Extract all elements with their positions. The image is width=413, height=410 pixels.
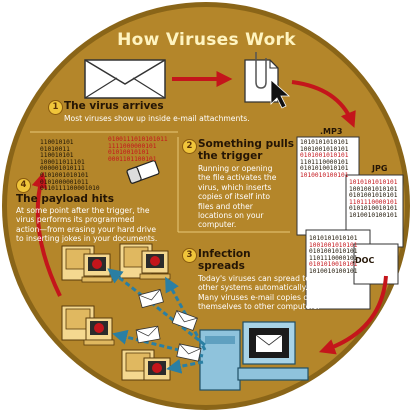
binary-line: 1001001010101 bbox=[300, 145, 349, 153]
infected-computer-icon bbox=[61, 245, 113, 283]
file-jpg-binary: 1010101010101 1001001010101 010100101010… bbox=[349, 179, 398, 220]
step-2-text-line: files and other bbox=[198, 201, 253, 211]
step-3: Infection spreads Today's viruses can sp… bbox=[198, 248, 358, 312]
infected-computer-icon bbox=[119, 243, 171, 280]
payload-binary-red: 0100111010101011 1111000000101 010100101… bbox=[108, 136, 168, 163]
binary-line: 1001001010101 bbox=[349, 185, 398, 193]
binary-line: 0101001010101 bbox=[300, 152, 349, 160]
binary-line: 0101001010101 bbox=[40, 171, 89, 179]
step-number-4: 4 bbox=[16, 178, 31, 193]
binary-line: 1010010100101 bbox=[349, 211, 398, 219]
infected-files bbox=[296, 136, 404, 310]
binary-line: 0101001010101 bbox=[349, 192, 398, 200]
spread-arrow bbox=[112, 329, 204, 358]
email-envelope-icon bbox=[176, 343, 202, 362]
step-number-3: 3 bbox=[182, 248, 197, 263]
step-2-heading-line1: Something pulls bbox=[198, 138, 295, 150]
envelope-icon bbox=[84, 59, 166, 99]
step-4-heading: The payload hits bbox=[16, 193, 114, 205]
infected-computer-icon bbox=[121, 349, 171, 381]
binary-line: 01010011 bbox=[40, 145, 70, 153]
binary-line: 1010101010101 bbox=[309, 235, 358, 242]
binary-line: 1101110000101 bbox=[349, 198, 398, 206]
binary-line: 0100111010101011 bbox=[108, 136, 168, 143]
step-2-heading-line2: the trigger bbox=[198, 150, 263, 162]
step-number-2: 2 bbox=[182, 139, 197, 154]
binary-line: 1010101010101 bbox=[349, 179, 398, 186]
file-label-jpg: JPG bbox=[372, 164, 388, 173]
binary-line: 110010101 bbox=[40, 152, 74, 160]
step-2-text-line: locations on your bbox=[198, 211, 264, 221]
step-number-1: 1 bbox=[48, 100, 63, 115]
binary-line: 0001101100101 bbox=[108, 155, 157, 163]
binary-line: 100011011101 bbox=[40, 158, 85, 166]
step-2-text-line: virus, which inserts bbox=[198, 182, 272, 192]
email-envelope-icon bbox=[138, 288, 164, 309]
step-3-text-line: Many viruses e-mail copies of bbox=[198, 292, 311, 302]
binary-line: 1111000000101 bbox=[108, 142, 157, 150]
eraser-icon bbox=[126, 160, 160, 184]
binary-line: 0110111100001010 bbox=[40, 185, 100, 193]
step-3-text-line: Today's viruses can spread to bbox=[198, 274, 310, 283]
binary-line: 1010010100101 bbox=[300, 171, 349, 179]
step-3-text-line: themselves to other computers. bbox=[198, 302, 320, 312]
step-4-text-line: to inserting jokes in your documents. bbox=[16, 234, 158, 244]
arrow-spread-to-payload bbox=[31, 171, 62, 297]
binary-line: 1101110000101 bbox=[309, 254, 358, 262]
step-3-text-line: other systems automatically. bbox=[198, 283, 308, 293]
step-1-text: Most viruses show up inside e-mail attac… bbox=[64, 114, 250, 123]
binary-line: 0101000001011 bbox=[40, 178, 89, 186]
step-2-text-line: copies of itself into bbox=[198, 192, 270, 202]
step-2-text-line: Running or opening bbox=[198, 164, 273, 173]
binary-line: 1001001010101 bbox=[309, 241, 358, 249]
binary-line: 1010101010101 bbox=[300, 139, 349, 146]
binary-line: 0101010010101 bbox=[309, 261, 358, 269]
arrow-files-to-computer bbox=[318, 275, 388, 355]
spread-arrow bbox=[166, 358, 204, 374]
step-4-text-line: action—from erasing your hard drive bbox=[16, 224, 157, 234]
step-2-text-line: the file activates the bbox=[198, 173, 277, 183]
step-1-heading: The virus arrives bbox=[64, 100, 164, 112]
binary-line: 1010010100101 bbox=[309, 267, 358, 275]
step-2-text-line: computer. bbox=[198, 220, 237, 230]
file-label-mp3: .MP3 bbox=[320, 127, 343, 136]
binary-line: 01010010101 bbox=[108, 149, 149, 157]
step-2: Something pulls the trigger Running or o… bbox=[198, 138, 298, 230]
page-title: How Viruses Work bbox=[117, 30, 296, 50]
payload-binary-black: 110010101 01010011 110010101 10001101110… bbox=[40, 139, 100, 193]
binary-line: 0101001010101 bbox=[309, 248, 358, 256]
step-1: The virus arrives Most viruses show up i… bbox=[64, 100, 344, 123]
arrow-attachment-to-files bbox=[291, 80, 356, 128]
spread-arrow bbox=[165, 276, 207, 351]
spread-arrows bbox=[107, 268, 207, 374]
binary-line: 0101010010101 bbox=[300, 165, 349, 173]
attachment-file-icon bbox=[244, 52, 279, 103]
email-envelope-icon bbox=[171, 310, 198, 331]
spread-arrow bbox=[107, 268, 206, 347]
step-3-heading-line1: Infection bbox=[198, 248, 251, 260]
binary-line: 110010101 bbox=[40, 139, 74, 146]
infected-computer-icon bbox=[61, 305, 115, 346]
sender-computer-icon bbox=[199, 321, 309, 391]
file-mp3-binary: 1010101010101 1001001010101 010100101010… bbox=[300, 139, 349, 180]
email-envelope-icon bbox=[135, 325, 161, 344]
step-3-heading-line2: spreads bbox=[198, 260, 245, 272]
mouse-cursor-icon bbox=[270, 79, 291, 109]
step-4-text-line: At some point after the trigger, the bbox=[16, 206, 150, 215]
binary-line: 000001010111 bbox=[40, 165, 85, 173]
file-label-doc: .DOC bbox=[352, 256, 375, 265]
binary-line: 0101010010101 bbox=[349, 205, 398, 213]
step-4-text-line: virus performs its programmed bbox=[16, 215, 135, 225]
binary-line: 1101110000101 bbox=[300, 158, 349, 166]
file-doc-binary: 1010101010101 1001001010101 010100101010… bbox=[309, 235, 358, 276]
step-4: The payload hits At some point after the… bbox=[16, 193, 178, 244]
